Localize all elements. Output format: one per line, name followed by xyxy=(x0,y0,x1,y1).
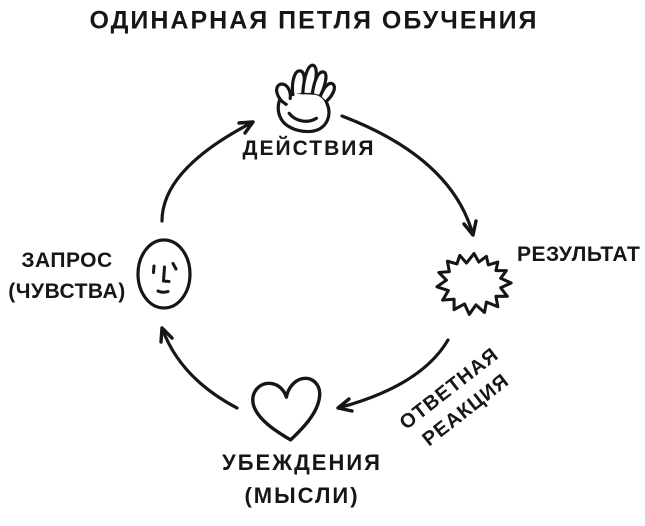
neutral-face-icon xyxy=(136,238,192,310)
arrow-actions-to-result xyxy=(340,114,478,237)
node-query-label: ЗАПРОС (ЧУВСТВА) xyxy=(8,245,125,307)
arrow-result-to-beliefs xyxy=(336,338,450,413)
node-query-label-line2: (ЧУВСТВА) xyxy=(8,280,126,303)
nose-icon xyxy=(162,265,171,283)
node-query-label-line1: ЗАПРОС xyxy=(21,249,113,272)
raised-hand-icon xyxy=(275,63,336,134)
heart-icon xyxy=(251,376,322,442)
node-beliefs-label: УБЕЖДЕНИЯ (МЫСЛИ) xyxy=(222,446,382,512)
node-beliefs-label-line1: УБЕЖДЕНИЯ xyxy=(222,450,382,475)
arrow-query-to-actions xyxy=(160,120,255,223)
node-result-label: РЕЗУЛЬТАТ xyxy=(517,243,641,266)
right-eye-icon xyxy=(171,262,178,271)
mouth-icon xyxy=(156,289,170,294)
left-eye-icon xyxy=(152,264,156,274)
diagram-title: ОДИНАРНАЯ ПЕТЛЯ ОБУЧЕНИЯ xyxy=(89,6,539,35)
arrow-beliefs-to-query xyxy=(159,326,239,410)
node-beliefs-label-line2: (МЫСЛИ) xyxy=(244,483,360,508)
node-actions-label: ДЕЙСТВИЯ xyxy=(242,137,376,160)
starburst-icon xyxy=(435,251,513,316)
